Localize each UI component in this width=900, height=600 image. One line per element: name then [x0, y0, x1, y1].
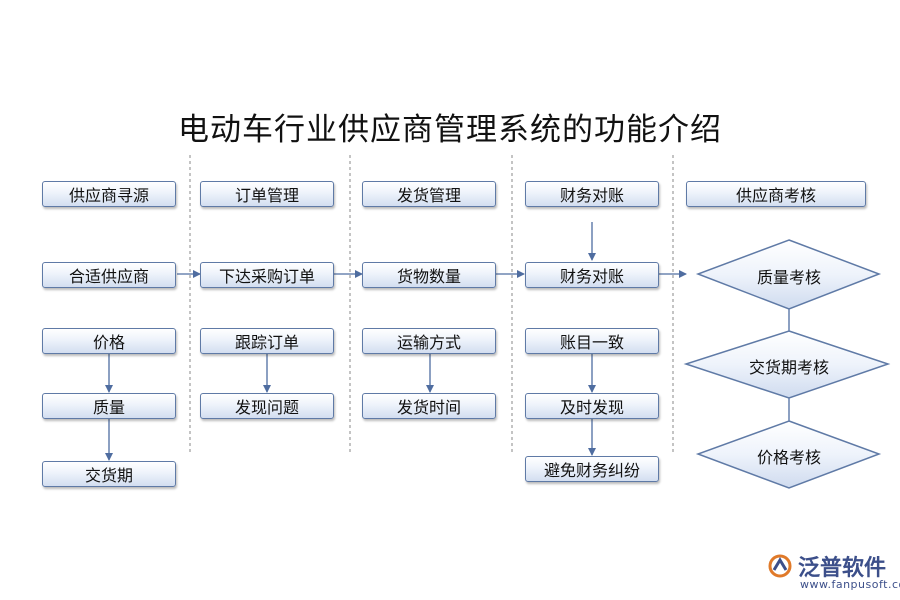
label-delivery-assessment: 交货期考核	[748, 358, 829, 377]
node-quality: 质量	[42, 393, 176, 419]
header-shipping-management: 发货管理	[362, 181, 496, 207]
brand-logo: 泛普软件	[768, 550, 886, 582]
node-price: 价格	[42, 328, 176, 354]
diamond-delivery	[683, 330, 891, 399]
node-goods-quantity: 货物数量	[362, 262, 496, 288]
node-find-problem: 发现问题	[200, 393, 334, 419]
node-place-purchase-order: 下达采购订单	[200, 262, 334, 288]
node-suitable-supplier: 合适供应商	[42, 262, 176, 288]
node-delivery-date: 交货期	[42, 461, 176, 487]
diagram-title: 电动车行业供应商管理系统的功能介绍	[178, 112, 722, 148]
logo-icon	[768, 554, 792, 578]
label-quality-assessment: 质量考核	[756, 268, 821, 287]
node-timely-discovery: 及时发现	[525, 393, 659, 419]
diamond-quality	[695, 239, 882, 310]
node-avoid-disputes: 避免财务纠纷	[525, 456, 659, 482]
logo-url: www.fanpusoft.com	[800, 578, 900, 591]
logo-name: 泛普软件	[798, 556, 887, 581]
node-track-order: 跟踪订单	[200, 328, 334, 354]
node-transport-method: 运输方式	[362, 328, 496, 354]
header-supplier-sourcing: 供应商寻源	[42, 181, 176, 207]
header-order-management: 订单管理	[200, 181, 334, 207]
label-price-assessment: 价格考核	[756, 448, 821, 467]
node-shipping-time: 发货时间	[362, 393, 496, 419]
node-financial-reconciliation: 财务对账	[525, 262, 659, 288]
diamond-price	[695, 420, 882, 489]
header-financial-reconciliation: 财务对账	[525, 181, 659, 207]
header-supplier-assessment: 供应商考核	[686, 181, 866, 207]
node-accounts-consistent: 账目一致	[525, 328, 659, 354]
